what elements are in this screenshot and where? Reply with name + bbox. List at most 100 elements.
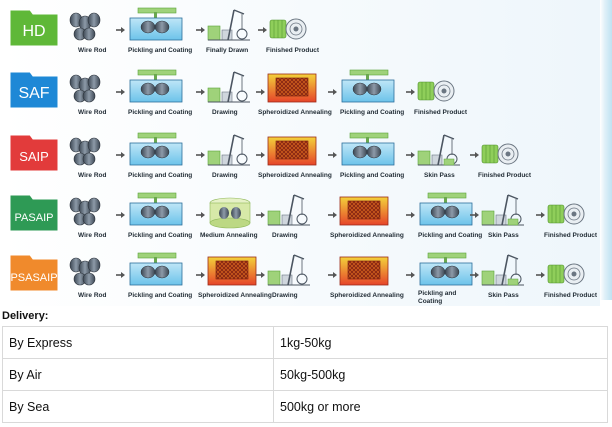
stage-label: Finally Drawn [206,47,248,54]
wire-rod-coils-icon [69,12,101,41]
drawing-machine-icon [207,71,250,103]
stage-label: Pickling and Coating [128,172,192,179]
stage-label: Finished Product [478,172,532,179]
process-badge: PSASAIP [9,254,59,292]
delivery-method: By Express [2,326,274,359]
delivery-weight: 500kg or more [273,390,608,423]
pickling-tank-icon [129,252,183,286]
process-badge-label: SAIP [19,149,49,164]
flow-arrow-icon [116,27,125,33]
process-row-hd: HD Wire Rod Pickling and Coating Finally Dr… [9,7,320,54]
wire-rod-coils-icon [69,137,101,166]
stage-label: Drawing [212,172,238,179]
wire-rod-coils-icon [69,257,101,286]
drawing-machine-icon [207,134,250,166]
finished-product-icon [417,80,455,102]
skin-pass-machine-icon [481,194,524,226]
annealing-furnace-icon [339,256,389,286]
stage-label: Pickling and Coating [418,232,482,239]
process-badge-label: HD [22,23,45,40]
pickling-tank-icon [129,69,183,103]
flow-arrow-icon [470,212,479,218]
stage-label: Spheroidized Annealing [198,292,272,299]
finished-product-icon [269,18,307,40]
process-badge-label: PSASAIP [10,272,57,284]
stage-label: Skin Pass [488,232,519,239]
stage-label: Wire Rod [78,232,106,239]
flow-arrow-icon [116,272,125,278]
stage-label: Drawing [212,109,238,116]
flow-arrow-icon [406,212,415,218]
process-badge: SAF [9,71,59,109]
delivery-method: By Sea [2,390,274,423]
flow-arrow-icon [328,152,337,158]
finished-product-icon [547,263,585,285]
medium-annealing-furnace-icon [209,197,251,229]
pickling-tank-icon [419,192,473,226]
flow-arrow-icon [196,152,205,158]
stage-label: Pickling and Coating [340,109,404,116]
stage-label: Wire Rod [78,47,106,54]
flow-arrow-icon [116,89,125,95]
stage-label: Spheroidized Annealing [258,109,332,116]
flow-arrow-icon [328,212,337,218]
flow-arrow-icon [196,27,205,33]
flow-arrow-icon [258,27,267,33]
skin-pass-machine-icon [481,254,524,286]
process-row-psasaip: PSASAIP Wire Rod Pickling and Coating Spher… [9,252,598,305]
pickling-tank-icon [341,132,395,166]
flow-arrow-icon [328,272,337,278]
stage-label: Pickling and Coating [128,292,192,299]
flow-arrow-icon [196,212,205,218]
annealing-furnace-icon [267,73,317,103]
stage-label: Spheroidized Annealing [330,292,404,299]
delivery-table: By Express 1kg-50kg By Air 50kg-500kg By… [2,326,608,423]
pickling-tank-icon [341,69,395,103]
stage-label: Pickling and Coating [128,109,192,116]
delivery-weight: 50kg-500kg [273,358,608,391]
stage-label: Finished Product [266,47,320,54]
flow-arrow-icon [116,212,125,218]
stage-label: Wire Rod [78,292,106,299]
flow-arrow-icon [470,152,479,158]
flow-arrow-icon [196,272,205,278]
stage-label: Skin Pass [488,292,519,299]
flow-arrow-icon [196,89,205,95]
pickling-tank-icon [419,252,473,286]
pickling-tank-icon [129,192,183,226]
process-badge: SAIP [9,134,59,172]
drawing-machine-icon [267,194,310,226]
process-badge-label: SAF [18,85,49,102]
flow-arrow-icon [536,272,545,278]
flow-arrow-icon [116,152,125,158]
flow-arrow-icon [256,89,265,95]
annealing-furnace-icon [339,196,389,226]
page-edge-decoration [600,0,612,300]
flow-arrow-icon [536,212,545,218]
delivery-weight: 1kg-50kg [273,326,608,359]
stage-label: Spheroidized Annealing [258,172,332,179]
process-badge: HD [9,9,59,47]
skin-pass-machine-icon [417,134,460,166]
stage-label: Finished Product [544,292,598,299]
flow-arrow-icon [470,272,479,278]
table-row: By Express 1kg-50kg [2,326,608,359]
finished-product-icon [481,143,519,165]
stage-label: Wire Rod [78,109,106,116]
delivery-heading: Delivery: [2,310,49,322]
table-row: By Air 50kg-500kg [2,358,608,391]
stage-label: Pickling and Coating [128,47,192,54]
delivery-method: By Air [2,358,274,391]
process-row-saf: SAF Wire Rod Pickling and Coating Drawing Sp… [9,69,468,116]
wire-rod-coils-icon [69,74,101,103]
stage-label: Spheroidized Annealing [330,232,404,239]
annealing-furnace-icon [207,256,257,286]
stage-label: Finished Product [544,232,598,239]
stage-label: Skin Pass [424,172,455,179]
drawing-machine-icon [267,254,310,286]
flow-arrow-icon [256,152,265,158]
flow-arrow-icon [406,89,415,95]
